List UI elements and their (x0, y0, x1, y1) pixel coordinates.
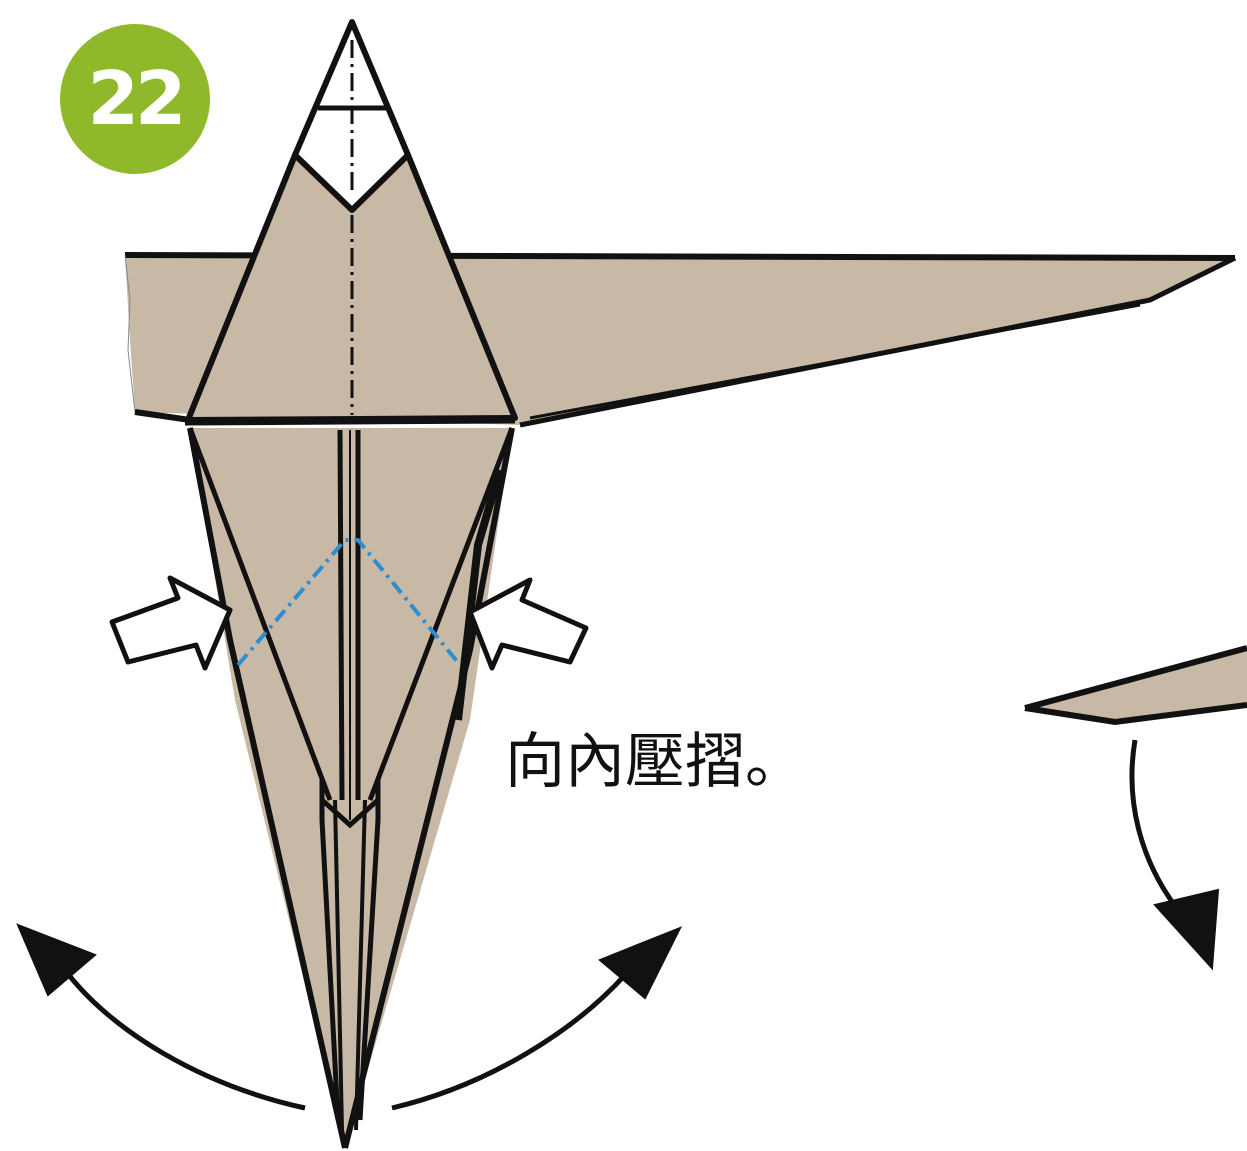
swing-arrow-left-head (16, 923, 97, 997)
tail-strip-left (319, 780, 341, 1121)
tail-strip-inner-left (333, 799, 344, 1131)
lower-body-left-inner (187, 427, 333, 801)
lower-body-right-shadow (454, 468, 504, 721)
inside-reverse-fold-arrow-left (109, 575, 233, 671)
tail-strip-right (357, 780, 381, 1121)
tail-strip-inner-right (354, 799, 367, 1131)
wing-bottom-left-edge (134, 409, 191, 423)
instruction-text: 向內壓摺。 (505, 727, 805, 797)
swing-arrow-right-curve (391, 973, 627, 1111)
wing-tip-edge (519, 255, 1237, 428)
lower-body-right-inner (367, 427, 515, 801)
fold-down-arrow-curve (1129, 739, 1180, 912)
next-step-wing-top (1024, 645, 1247, 711)
wing-left-edge (124, 254, 136, 413)
fold-down-arrow-head (1153, 888, 1220, 971)
next-step-wing-bottom (1024, 702, 1247, 726)
head-base-line (184, 416, 516, 426)
next-step-wing (1025, 648, 1247, 722)
step-number-badge: 22 (60, 24, 210, 174)
swing-arrow-left-curve (63, 968, 306, 1111)
wing-inner-edge (529, 303, 1141, 420)
swing-arrow-right-head (598, 926, 683, 1000)
step-number: 22 (87, 56, 187, 142)
spine-left (337, 429, 345, 801)
lower-body-left-outer (187, 427, 348, 1149)
inside-reverse-fold-arrow-right (467, 577, 589, 671)
tail-notch (320, 798, 380, 829)
